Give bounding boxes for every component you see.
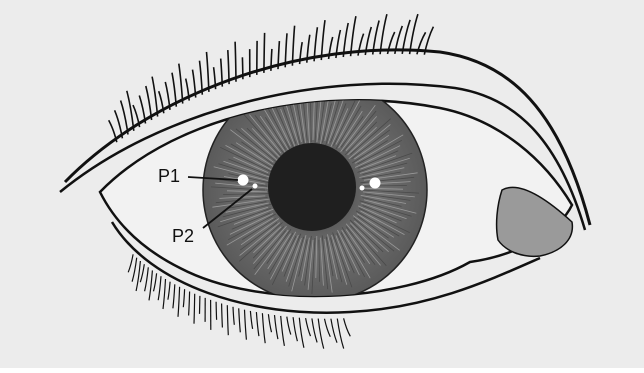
upper-eyelash (271, 49, 272, 71)
lower-eyelash (216, 302, 217, 320)
lower-eyelash (222, 304, 223, 328)
pupil (268, 143, 356, 231)
reflection-right-small (360, 186, 365, 191)
reflection-right-large (370, 178, 381, 189)
label-p1: P1 (158, 166, 180, 186)
upper-eyelash (242, 57, 243, 79)
label-p2: P2 (172, 226, 194, 246)
reflection-p2 (253, 184, 258, 189)
lower-eyelash (194, 294, 195, 324)
upper-eyelash (264, 33, 265, 73)
reflection-p1 (238, 175, 249, 186)
upper-eyelash (235, 42, 236, 82)
